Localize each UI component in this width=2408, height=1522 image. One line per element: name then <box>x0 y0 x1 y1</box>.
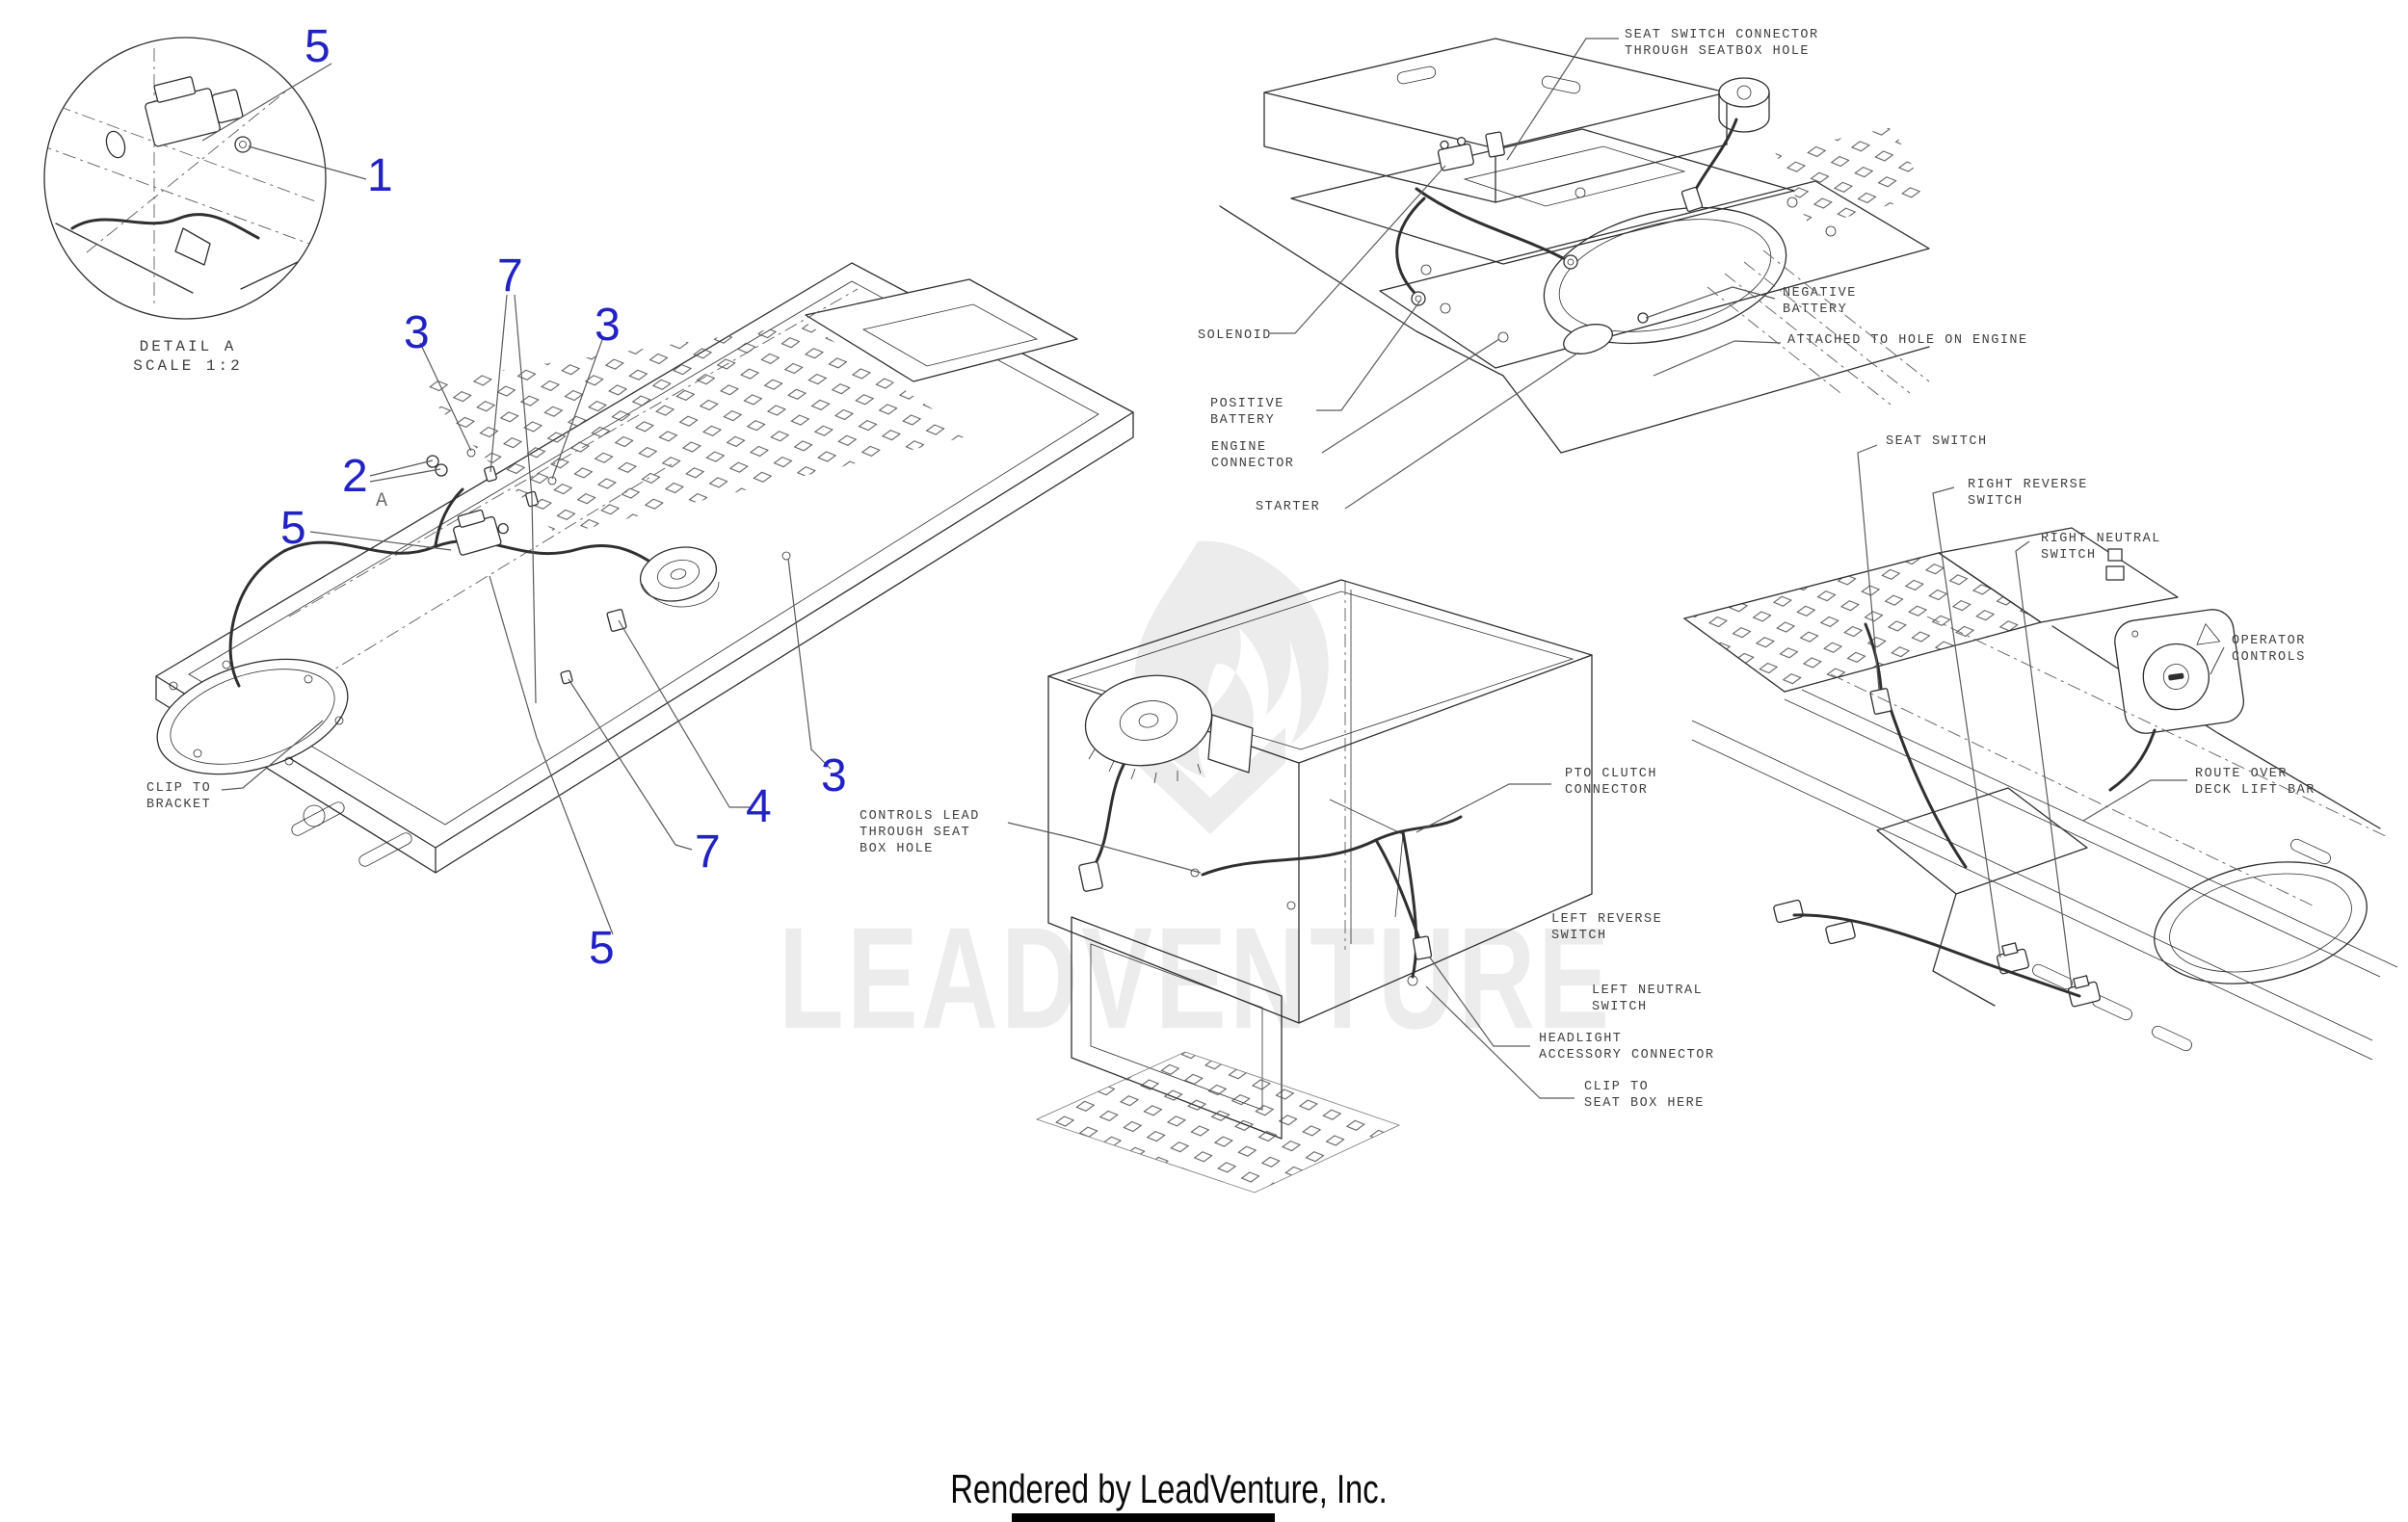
callout-7-bottom[interactable]: 7 <box>695 827 721 878</box>
callout-1[interactable]: 1 <box>367 150 393 201</box>
callout-2[interactable]: 2 <box>342 451 368 502</box>
pto-clutch-part <box>1078 666 1253 783</box>
callout-5-detail[interactable]: 5 <box>304 21 331 72</box>
callout-3-left[interactable]: 3 <box>404 307 430 358</box>
seat-box-diagram <box>1037 580 1592 1193</box>
rendered-by-footer: Rendered by LeadVenture, Inc. <box>950 1466 1388 1511</box>
top-right-frame-diagram <box>1220 39 1929 453</box>
label-seat-switch: SEAT SWITCH <box>1886 434 1988 449</box>
callout-7-top[interactable]: 7 <box>497 250 523 302</box>
bottom-black-bar <box>1012 1513 1275 1522</box>
leader-lines <box>202 39 2224 1098</box>
label-solenoid: SOLENOID <box>1198 328 1272 343</box>
callout-3-right[interactable]: 3 <box>595 300 621 351</box>
detail-a-marker: A <box>376 490 388 512</box>
label-starter: STARTER <box>1256 500 1321 514</box>
detail-a-view <box>39 38 328 319</box>
leadventure-watermark-text: LEADVENTURE <box>779 897 1613 1059</box>
callout-4[interactable]: 4 <box>746 781 772 832</box>
callout-3-bottom[interactable]: 3 <box>821 750 847 801</box>
operator-controls-part <box>2112 607 2246 736</box>
detail-a-title: DETAIL A SCALE 1:2 <box>133 338 243 375</box>
right-deck-diagram <box>1684 528 2397 1060</box>
callout-5-mid[interactable]: 5 <box>280 503 306 554</box>
callout-5-bottom[interactable]: 5 <box>589 923 615 974</box>
label-attached-to-hole-on-engine: ATTACHED TO HOLE ON ENGINE <box>1787 333 2028 348</box>
main-deck-diagram <box>144 263 1133 873</box>
key-switch-part <box>1681 78 1769 212</box>
